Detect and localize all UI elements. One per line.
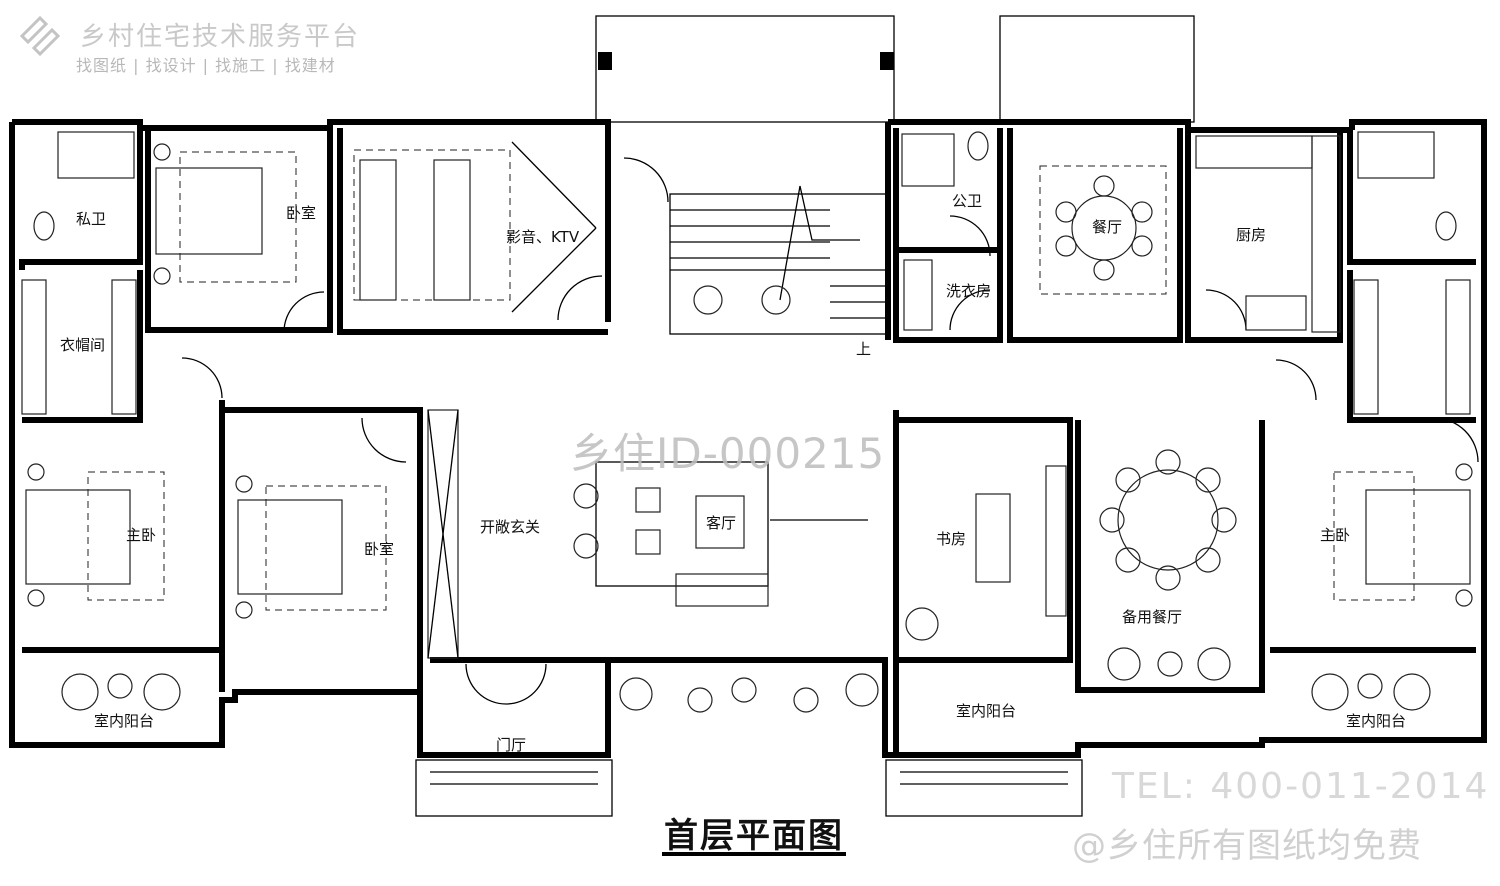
label-private-bath: 私卫 — [76, 210, 106, 228]
label-kitchen: 厨房 — [1236, 226, 1266, 244]
kitchen-counter — [1195, 135, 1341, 333]
label-public-bath: 公卫 — [952, 192, 982, 210]
free-note-watermark: @乡住所有图纸均免费 — [1072, 826, 1422, 866]
brand-tagline: 找图纸 | 找设计 | 找施工 | 找建材 — [76, 56, 336, 75]
interior-walls — [19, 128, 1476, 755]
bed-middle — [235, 475, 387, 619]
plan-id-watermark: 乡住ID-000215 — [570, 429, 886, 478]
label-balcony-left: 室内阳台 — [94, 712, 154, 730]
plants — [619, 285, 879, 713]
bed-master-left — [25, 463, 165, 607]
label-balcony-right: 室内阳台 — [1346, 712, 1406, 730]
brand-name: 乡村住宅技术服务平台 — [80, 22, 361, 52]
room-labels: 私卫 卧室 影音、KTV 公卫 餐厅 厨房 洗衣房 衣帽间 上 主卧 卧室 开敞… — [60, 192, 1406, 754]
label-master-left: 主卧 — [126, 526, 156, 544]
label-study: 书房 — [936, 530, 966, 548]
label-bedroom-mid: 卧室 — [364, 540, 394, 558]
balcony-chairs-left — [61, 673, 181, 711]
doors — [181, 157, 1479, 705]
label-living: 客厅 — [706, 514, 736, 532]
label-closet: 衣帽间 — [60, 336, 105, 354]
label-entrance-hall: 门厅 — [496, 736, 526, 754]
study-desk — [905, 465, 1067, 641]
phone-watermark: TEL: 400-011-2014 — [1112, 766, 1490, 807]
label-master-right: 主卧 — [1320, 526, 1350, 544]
label-stairs-up: 上 — [856, 340, 871, 358]
closet-shelves — [21, 279, 1471, 659]
round-table — [1099, 449, 1237, 681]
dining-table — [1039, 165, 1167, 295]
label-foyer: 开敞玄关 — [480, 518, 540, 536]
ktv-sofas — [353, 141, 597, 313]
bed-master-right — [1333, 463, 1473, 607]
label-laundry: 洗衣房 — [946, 282, 991, 300]
balcony-chairs-right — [1311, 673, 1431, 711]
title-underline — [662, 852, 846, 856]
front-porches — [595, 15, 1195, 123]
bathroom-fixtures — [33, 131, 1457, 331]
bed-top — [153, 143, 297, 285]
label-ktv: 影音、KTV — [506, 228, 580, 246]
drawing-title: 首层平面图 — [664, 816, 844, 856]
living-room-set — [573, 461, 868, 607]
staircase — [669, 185, 891, 335]
entry-steps — [415, 759, 1083, 817]
brand-logo-icon — [19, 15, 61, 57]
label-balcony-mid: 室内阳台 — [956, 702, 1016, 720]
label-bedroom-top: 卧室 — [286, 204, 316, 222]
label-spare-dining: 备用餐厅 — [1122, 608, 1182, 626]
label-dining: 餐厅 — [1092, 218, 1122, 236]
